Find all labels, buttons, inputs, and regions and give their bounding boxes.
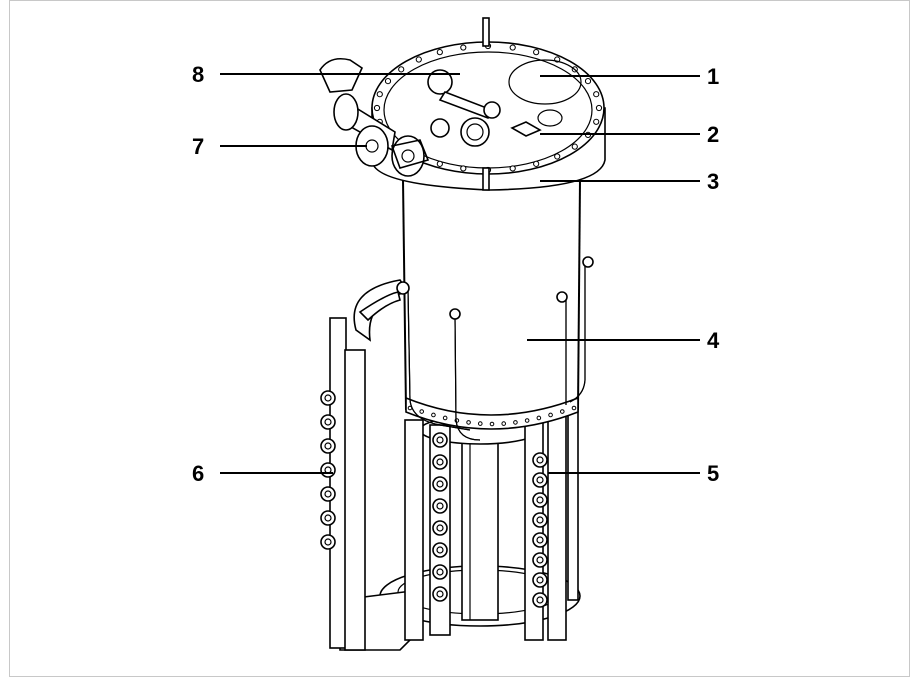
callout-3: 3 — [707, 169, 719, 194]
contact — [320, 390, 336, 406]
contact-center — [324, 394, 332, 402]
callout-7: 7 — [192, 134, 204, 159]
callout-8: 8 — [192, 62, 204, 87]
contact — [432, 498, 448, 514]
cylinder-bolt — [501, 421, 507, 426]
flange-bolt — [398, 66, 405, 73]
cylinder-bolt — [571, 405, 577, 411]
cylinder-bolt — [419, 409, 425, 414]
cylinder-bolt — [524, 418, 530, 423]
flange-bolt — [415, 56, 422, 63]
contact-center — [324, 538, 332, 546]
contact — [432, 520, 448, 536]
contact-center — [536, 476, 544, 484]
contact-center — [536, 516, 544, 524]
contact — [320, 534, 336, 550]
contact — [320, 510, 336, 526]
cylinder-bolt — [489, 421, 495, 427]
contact-center — [436, 568, 444, 576]
oil-compartment-cylinder — [402, 179, 581, 430]
contact-center — [436, 502, 444, 510]
contact-column-middle — [404, 419, 451, 641]
contact-center — [436, 546, 444, 554]
cylinder-bolt — [477, 421, 483, 426]
contact — [320, 438, 336, 454]
cylinder-bolt — [431, 412, 436, 418]
callout-2: 2 — [707, 122, 719, 147]
contact-center — [536, 596, 544, 604]
contact — [532, 532, 548, 548]
contact-center — [324, 514, 332, 522]
contact-center — [536, 536, 544, 544]
contact — [532, 572, 548, 588]
callout-5: 5 — [707, 461, 719, 486]
contact — [532, 592, 548, 608]
cylinder-bolt — [548, 412, 553, 418]
contact — [320, 462, 336, 478]
contact — [432, 454, 448, 470]
contact-center — [536, 456, 544, 464]
flange-bolt — [593, 118, 600, 125]
contact — [432, 476, 448, 492]
flange-bolt — [460, 165, 467, 172]
contact-center — [436, 524, 444, 532]
callout-labels: 8 1 7 2 3 4 6 5 — [192, 62, 720, 486]
flange-bolt — [509, 165, 516, 172]
contact — [532, 512, 548, 528]
flange-bolt — [593, 91, 600, 98]
cylinder-bolt — [513, 420, 518, 425]
flange-bolt — [384, 77, 392, 85]
contact-center — [436, 480, 444, 488]
flange-bolt — [436, 49, 443, 56]
contact — [320, 414, 336, 430]
contact — [432, 542, 448, 558]
callout-1: 1 — [707, 64, 719, 89]
flange-bolt — [460, 44, 467, 51]
flange-bolt — [376, 91, 383, 98]
flange-bolt — [595, 104, 603, 112]
cylinder-bolt — [559, 409, 565, 414]
cylinder-bolt — [536, 415, 542, 421]
contact — [320, 486, 336, 502]
callout-6: 6 — [192, 461, 204, 486]
contact — [532, 452, 548, 468]
contact — [432, 586, 448, 602]
flange-bolt — [436, 160, 443, 167]
flange-bolt — [533, 49, 540, 56]
contact-center — [324, 442, 332, 450]
contact-column-right — [524, 399, 579, 641]
flange-bolt — [571, 143, 578, 150]
flange-bolt — [509, 44, 516, 51]
callout-4: 4 — [707, 328, 720, 353]
cylinder-bolt — [466, 420, 471, 425]
contact — [432, 564, 448, 580]
callout-leaders — [220, 73, 700, 474]
contact — [532, 472, 548, 488]
contact-center — [536, 576, 544, 584]
flange-bolt — [533, 160, 540, 167]
contact — [532, 552, 548, 568]
cylinder-bolt — [442, 415, 448, 421]
contact-center — [324, 490, 332, 498]
contact-center — [436, 590, 444, 598]
side-pipes — [358, 256, 594, 441]
contact-center — [536, 556, 544, 564]
contact-center — [324, 418, 332, 426]
flange-bolt — [373, 104, 381, 112]
contact — [432, 432, 448, 448]
contact-center — [536, 496, 544, 504]
contact-center — [436, 436, 444, 444]
contact-center — [436, 458, 444, 466]
contact — [532, 492, 548, 508]
flange-bolt — [584, 77, 592, 85]
flange-bolt — [554, 153, 561, 160]
